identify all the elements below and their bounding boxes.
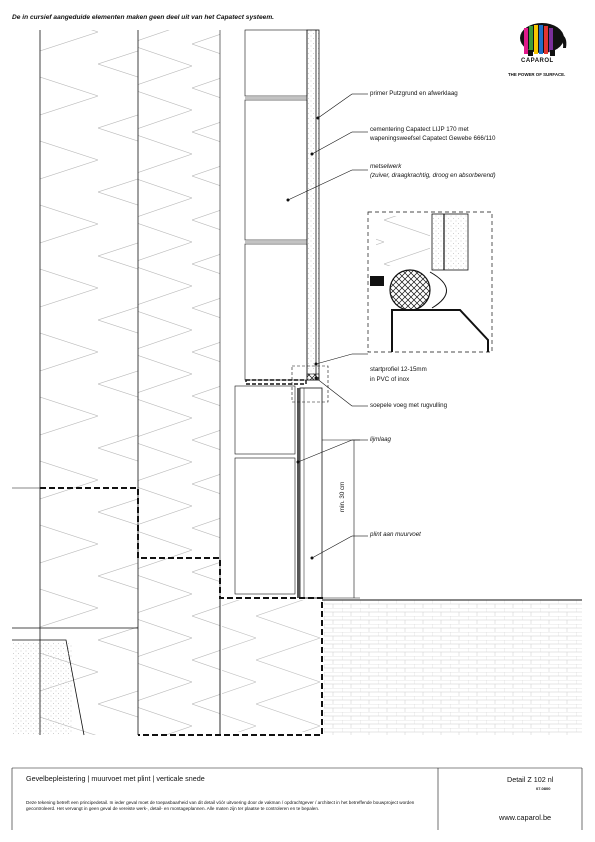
footer-frame xyxy=(11,767,583,830)
plinth xyxy=(299,387,323,599)
label-dimension: min. 30 cm xyxy=(339,481,346,512)
footer-detail-number: Detail Z 102 nl xyxy=(507,775,554,784)
label-plinth: plint aan muurvoet xyxy=(370,531,421,538)
label-masonry-line1: metselwerk xyxy=(370,163,402,170)
footer-disclaimer: Deze tekening betreft een principedetail… xyxy=(26,800,415,812)
concrete-base xyxy=(12,627,138,736)
detail-marker xyxy=(291,365,329,403)
label-startprofile-line1: startprofiel 12-15mm xyxy=(370,366,427,373)
render-layer xyxy=(306,29,320,381)
brand-tagline: THE POWER OF SURFACE. xyxy=(508,72,566,77)
footer-date: 07.0800 xyxy=(536,786,551,791)
footer-website-link[interactable]: www.caparol.be xyxy=(499,813,552,822)
label-masonry-line2: (zuiver, draagkrachtig, droog en absorbe… xyxy=(370,172,496,179)
leader-lines xyxy=(286,93,368,560)
footer-title: Gevelbepleistering | muurvoet met plint … xyxy=(26,774,205,783)
label-startprofile-line2: in PVC of inox xyxy=(370,376,410,383)
header-note: De in cursief aangeduide elementen maken… xyxy=(12,14,275,21)
caparol-elephant-logo xyxy=(520,23,567,56)
dimension-line xyxy=(322,439,360,599)
masonry-wall xyxy=(234,29,308,595)
foundation-outline xyxy=(40,487,323,736)
insulation-zone xyxy=(40,30,138,735)
detail-enlargement xyxy=(367,211,493,353)
label-joint: soepele voeg met rugvulling xyxy=(370,402,448,409)
ground xyxy=(324,600,582,735)
label-cement-line2: wapeningsweefsel Capatect Gewebe 666/110 xyxy=(370,135,496,142)
brand-name: CAPAROL xyxy=(521,58,554,64)
label-cement-line1: cementering Capatect LIJP 170 met xyxy=(370,126,469,133)
label-glue: lijmlaag xyxy=(370,436,391,443)
label-primer: primer Putzgrund en afwerklaag xyxy=(370,90,458,97)
